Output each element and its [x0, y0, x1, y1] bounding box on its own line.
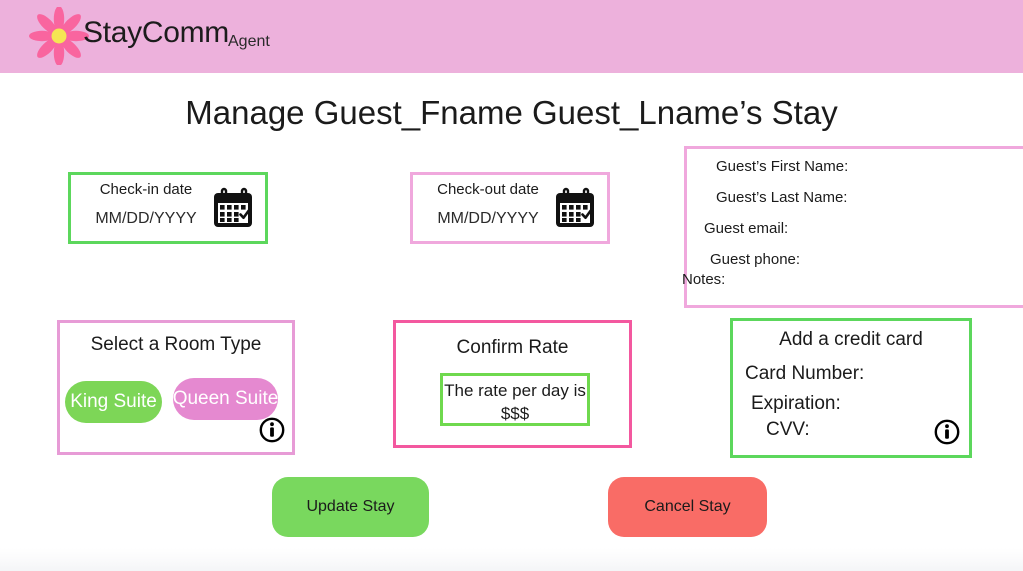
cancel-stay-button[interactable]: Cancel Stay: [608, 477, 767, 537]
guest-info-panel: Guest’s First Name: Guest’s Last Name: G…: [682, 146, 1023, 308]
agent-role-label: Agent: [228, 33, 270, 50]
room-type-panel: Select a Room Type King Suite Queen Suit…: [57, 320, 295, 455]
card-expiration-label: Expiration:: [751, 393, 841, 414]
card-cvv-label: CVV:: [766, 419, 810, 440]
room-type-title: Select a Room Type: [90, 334, 262, 355]
guest-first-name-label: Guest’s First Name:: [716, 158, 849, 175]
page-title: Manage Guest_Fname Guest_Lname’s Stay: [185, 94, 838, 131]
info-icon[interactable]: [933, 418, 961, 451]
calendar-icon[interactable]: [211, 187, 255, 236]
guest-phone-label: Guest phone:: [710, 251, 801, 268]
confirm-rate-title: Confirm Rate: [456, 337, 569, 358]
app-header: StayComm Agent: [0, 0, 1023, 73]
check-in-value: MM/DD/YYYY: [95, 210, 197, 227]
room-option-king-suite[interactable]: King Suite: [65, 381, 162, 423]
flower-logo-icon: [28, 7, 90, 65]
check-in-label: Check-in date: [99, 181, 193, 198]
rate-value-box: The rate per day is $$$: [440, 373, 590, 426]
card-number-label: Card Number:: [745, 363, 865, 384]
guest-email-label: Guest email:: [704, 220, 789, 237]
brand-name: StayComm: [83, 16, 229, 49]
room-option-queen-suite[interactable]: Queen Suite: [173, 378, 278, 420]
check-out-label: Check-out date: [437, 181, 539, 198]
confirm-rate-panel: Confirm Rate The rate per day is $$$: [393, 320, 632, 448]
check-in-date-field[interactable]: Check-in date MM/DD/YYYY: [68, 172, 268, 244]
credit-card-title: Add a credit card: [779, 329, 923, 350]
check-out-value: MM/DD/YYYY: [437, 210, 539, 227]
credit-card-panel: Add a credit card Card Number: Expiratio…: [730, 318, 972, 458]
info-icon[interactable]: [258, 416, 286, 449]
calendar-icon[interactable]: [553, 187, 597, 236]
check-out-date-field[interactable]: Check-out date MM/DD/YYYY: [410, 172, 610, 244]
guest-notes-label: Notes:: [682, 271, 726, 288]
footer-strip: [0, 548, 1023, 571]
update-stay-button[interactable]: Update Stay: [272, 477, 429, 537]
guest-last-name-label: Guest’s Last Name:: [716, 189, 848, 206]
